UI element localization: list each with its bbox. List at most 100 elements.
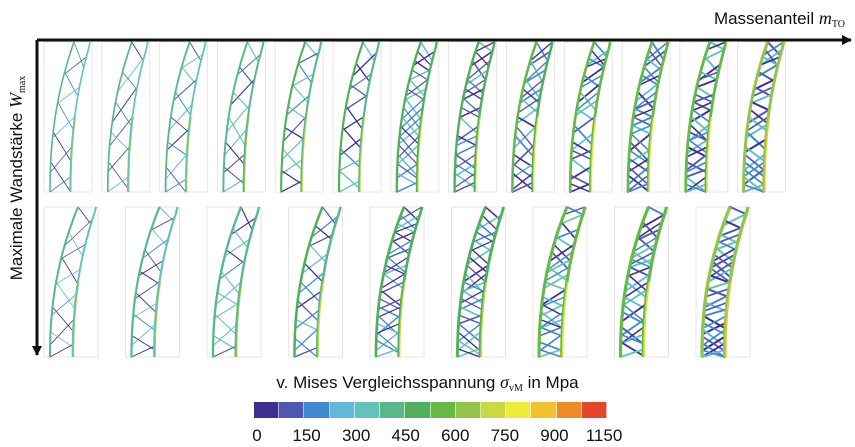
lattice-strut [236, 53, 261, 76]
outer-wall [358, 41, 381, 192]
outer-wall [397, 206, 424, 357]
lattice-strut [481, 214, 498, 231]
lattice-strut [52, 116, 75, 139]
lattice-strut [540, 288, 567, 306]
lattice-strut [570, 132, 594, 151]
panel-frame [274, 41, 324, 193]
lattice-strut [60, 244, 86, 260]
lattice-strut [287, 105, 307, 120]
lattice-strut [573, 124, 593, 146]
lattice-strut [512, 153, 534, 168]
lattice-strut [295, 318, 319, 331]
lattice-strut [721, 212, 748, 227]
lattice-strut [456, 135, 478, 147]
lattice-strut [757, 71, 776, 83]
lattice-strut [703, 48, 726, 61]
lattice-strut [629, 251, 655, 266]
outer-wall [242, 41, 265, 192]
lattice-strut [299, 281, 321, 303]
lattice-strut [744, 153, 765, 171]
lattice-strut [296, 290, 322, 309]
lattice-strut [406, 88, 425, 101]
stress-highlight [186, 116, 192, 192]
wall-panel [159, 41, 209, 193]
colorbar-cell [430, 402, 456, 418]
x-axis-subscript: TO [831, 19, 845, 30]
lattice-strut [294, 337, 318, 358]
lattice-strut [228, 116, 246, 147]
lattice-strut [559, 213, 584, 225]
stress-highlight [128, 116, 134, 192]
lattice-strut [223, 166, 245, 184]
lattice-strut [593, 41, 608, 58]
lattice-strut [216, 292, 239, 306]
colorbar-cell [480, 402, 507, 418]
lattice-strut [454, 163, 476, 177]
lattice-strut [284, 127, 304, 140]
lattice-strut [708, 260, 734, 279]
lattice-strut [570, 157, 592, 175]
wall-panel [206, 206, 262, 358]
lattice-strut [223, 128, 248, 156]
panel-frame [216, 41, 266, 193]
lattice-strut [144, 249, 162, 273]
outer-wall [71, 206, 97, 357]
wall-panel [532, 206, 588, 358]
colorbar-tick-label: 600 [441, 426, 470, 445]
lattice-strut [619, 348, 645, 358]
lattice-strut [297, 300, 319, 322]
lattice-strut [134, 281, 160, 300]
inner-wall [293, 206, 324, 357]
lattice-strut [282, 116, 307, 142]
outer-wall [69, 41, 91, 192]
lattice-strut [635, 82, 659, 102]
lattice-strut [293, 328, 319, 352]
lattice-strut [749, 108, 768, 124]
lattice-strut [705, 281, 731, 291]
lattice-strut [569, 174, 592, 187]
lattice-strut [466, 264, 486, 283]
lattice-strut [131, 345, 155, 358]
wall-panel [43, 206, 99, 358]
lattice-strut [639, 74, 661, 86]
y-axis-subscript: max [17, 75, 28, 93]
lattice-strut [49, 319, 75, 346]
lattice-strut [291, 73, 314, 87]
lattice-strut [633, 99, 656, 111]
lattice-strut [554, 228, 580, 240]
lattice-strut [563, 206, 586, 216]
lattice-strut [142, 238, 169, 259]
lattice-strut [301, 253, 329, 275]
lattice-strut [541, 296, 566, 307]
lattice-strut [286, 94, 310, 116]
lattice-strut [338, 169, 360, 189]
lattice-strut [338, 159, 361, 172]
lattice-strut [581, 66, 605, 84]
lattice-strut [466, 60, 491, 81]
lattice-strut [339, 148, 361, 168]
colorbar-symbol: σ [500, 372, 509, 392]
lattice-strut [181, 66, 197, 85]
stress-highlight [359, 116, 366, 192]
stress-highlight [561, 281, 569, 357]
inner-wall [537, 206, 569, 357]
lattice-strut [459, 306, 483, 318]
lattice-strut [386, 247, 411, 259]
lattice-strut [110, 131, 130, 152]
lattice-strut [746, 116, 769, 132]
lattice-strut [516, 116, 537, 129]
lattice-strut [475, 41, 495, 53]
lattice-strut [744, 146, 766, 163]
lattice-strut [109, 116, 133, 147]
lattice-strut [572, 116, 596, 134]
inner-wall [211, 206, 243, 357]
lattice-strut [165, 179, 187, 193]
lattice-strut [226, 103, 251, 133]
stress-highlight [724, 281, 732, 357]
lattice-strut [297, 62, 313, 84]
panel-frame [43, 206, 99, 358]
lattice-strut [132, 302, 158, 319]
lattice-strut [379, 281, 405, 294]
colorbar-cell [354, 402, 381, 418]
outer-wall [723, 206, 750, 357]
